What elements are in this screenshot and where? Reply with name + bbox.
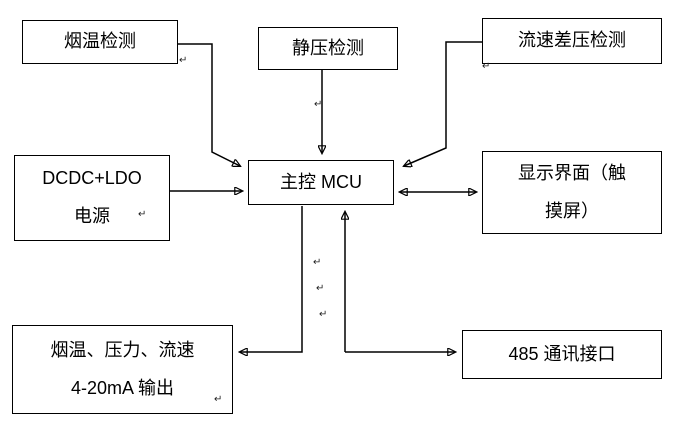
paragraph-mark-icon: ↵ [179, 55, 188, 66]
node-flow-diff-pressure-detection: 流速差压检测 [482, 18, 662, 64]
connector-mcu-to-analog-output [240, 206, 303, 352]
node-rs485-interface: 485 通讯接口 [462, 330, 662, 379]
connector-flow-diff-pressure-to-mcu [404, 41, 482, 166]
node-display-touchscreen: 显示界面（触 摸屏） [482, 151, 662, 234]
node-analog-output: 烟温、压力、流速 4-20mA 输出 [12, 325, 233, 414]
paragraph-mark-icon: ↵ [319, 309, 328, 320]
paragraph-mark-icon: ↵ [214, 394, 223, 405]
paragraph-mark-icon: ↵ [314, 99, 323, 110]
node-smoke-temp-detection: 烟温检测 [22, 20, 178, 64]
paragraph-mark-icon: ↵ [316, 283, 325, 294]
node-power-supply: DCDC+LDO 电源 [14, 155, 170, 241]
paragraph-mark-icon: ↵ [482, 61, 491, 72]
node-main-mcu: 主控 MCU [248, 160, 394, 205]
node-static-pressure-detection: 静压检测 [258, 27, 398, 70]
paragraph-mark-icon: ↵ [313, 257, 322, 268]
paragraph-mark-icon: ↵ [138, 209, 147, 220]
